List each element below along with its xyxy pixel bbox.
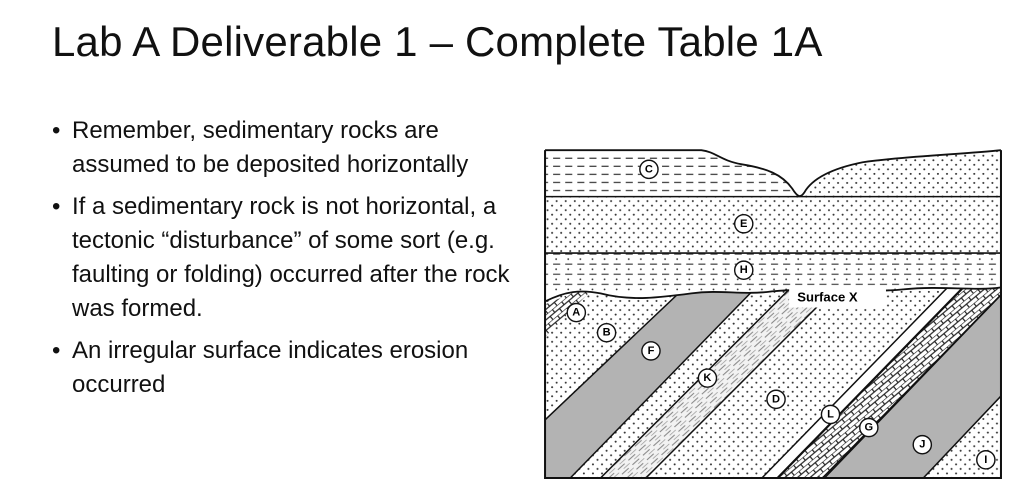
unit-label-j: J — [912, 434, 933, 455]
bullet-marker: • — [52, 193, 61, 220]
svg-text:F: F — [648, 345, 655, 357]
unit-label-i: I — [976, 450, 996, 470]
svg-text:L: L — [827, 408, 834, 420]
bullet-item: • An irregular surface indicates erosion… — [52, 334, 532, 402]
unit-label-l: L — [820, 404, 841, 425]
bullet-item: • If a sedimentary rock is not horizonta… — [52, 190, 532, 326]
bullet-marker: • — [52, 117, 61, 144]
bullet-list: • Remember, sedimentary rocks are assume… — [52, 114, 532, 410]
bullet-text: An irregular surface indicates erosion o… — [72, 337, 469, 398]
svg-text:K: K — [703, 372, 711, 384]
unit-label-g: G — [859, 417, 879, 438]
unit-h-layer — [545, 253, 1001, 294]
surface-x-line — [544, 286, 1002, 303]
slide-title: Lab A Deliverable 1 – Complete Table 1A — [52, 18, 823, 65]
svg-text:A: A — [572, 307, 580, 319]
svg-text:I: I — [984, 454, 987, 466]
bullet-text: Remember, sedimentary rocks are assumed … — [72, 117, 469, 178]
svg-text:E: E — [740, 218, 747, 230]
unit-label-e: E — [733, 214, 754, 234]
unit-label-h: H — [733, 260, 754, 280]
bullet-text: If a sedimentary rock is not horizontal,… — [72, 193, 510, 322]
unit-label-a: A — [566, 302, 587, 323]
top-surface-line — [545, 149, 1002, 197]
bullet-item: • Remember, sedimentary rocks are assume… — [52, 114, 532, 182]
svg-text:D: D — [772, 393, 780, 405]
svg-text:B: B — [603, 327, 611, 339]
svg-text:C: C — [645, 163, 653, 175]
svg-text:G: G — [865, 422, 874, 434]
bullet-marker: • — [52, 337, 61, 364]
unit-label-f: F — [641, 341, 661, 361]
svg-text:J: J — [919, 439, 925, 451]
svg-text:H: H — [740, 264, 748, 276]
surface-x-label: Surface X — [797, 289, 858, 304]
tilted-strata — [545, 287, 1001, 478]
geologic-cross-section-diagram: Surface X C E H A B F K D L G J I — [544, 149, 1002, 480]
unit-label-k: K — [697, 368, 718, 388]
unit-label-c: C — [639, 159, 659, 180]
unit-e-layer — [545, 150, 1001, 254]
unit-label-d: D — [766, 389, 786, 410]
unit-label-b: B — [596, 322, 617, 343]
